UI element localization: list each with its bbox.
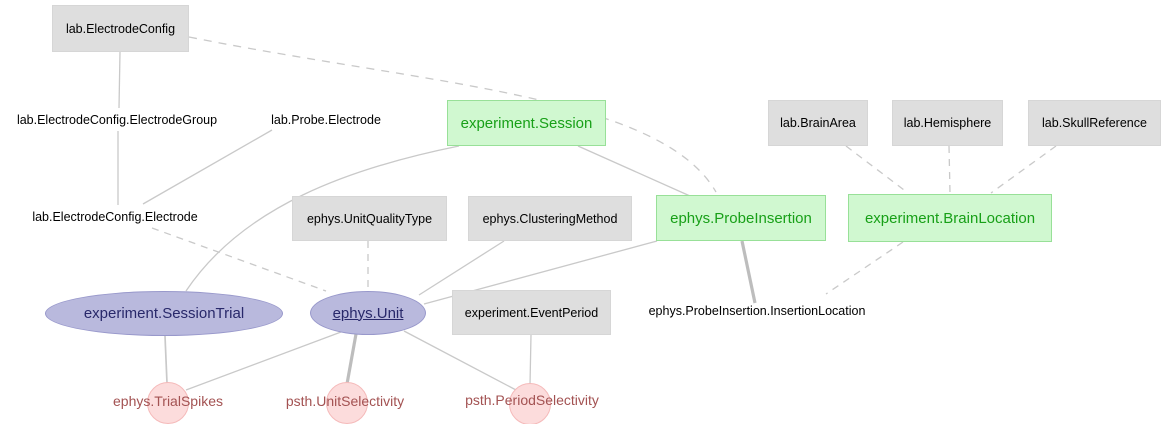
- node-lab-brainarea[interactable]: lab.BrainArea: [768, 100, 868, 146]
- node-lab-hemisphere[interactable]: lab.Hemisphere: [892, 100, 1003, 146]
- node-lab-electrodeconfig[interactable]: lab.ElectrodeConfig: [52, 5, 189, 52]
- edge-session-sessiontrial: [185, 145, 460, 292]
- edge-eventperiod-periodselectivity: [529, 334, 532, 386]
- edge-electrodeconfig-electrodegroup: [118, 51, 121, 109]
- edge-hemisphere-brainlocation-dashed: [948, 145, 951, 194]
- edge-electrode-unit-dashed: [151, 227, 327, 292]
- node-ephys-unitqualitytype[interactable]: ephys.UnitQualityType: [292, 196, 447, 241]
- node-ephys-probeinsertion[interactable]: ephys.ProbeInsertion: [656, 195, 826, 241]
- node-experiment-eventperiod[interactable]: experiment.EventPeriod: [452, 290, 611, 335]
- edge-unit-periodselectivity: [403, 330, 517, 391]
- node-experiment-brainlocation[interactable]: experiment.BrainLocation: [848, 194, 1052, 242]
- edge-probeelectrode-electrode: [142, 129, 273, 205]
- node-lab-electrodeconfig-electrode[interactable]: lab.ElectrodeConfig.Electrode: [32, 210, 198, 224]
- node-experiment-sessiontrial[interactable]: experiment.SessionTrial: [45, 291, 283, 336]
- node-lab-skullreference[interactable]: lab.SkullReference: [1028, 100, 1161, 146]
- node-psth-periodselectivity[interactable]: psth.PeriodSelectivity: [465, 392, 599, 408]
- edge-unit-unitselectivity: [345, 333, 358, 385]
- node-ephys-probeinsertion-insertionlocation[interactable]: ephys.ProbeInsertion.InsertionLocation: [648, 304, 866, 318]
- edge-brainarea-brainlocation-dashed: [845, 145, 909, 194]
- node-ephys-unit[interactable]: ephys.Unit: [310, 291, 426, 335]
- edge-sessiontrial-trialspikes: [164, 335, 168, 384]
- edge-electrodeconfig-probeinsertion-dashed: [188, 36, 717, 193]
- edge-unit-trialspikes: [185, 331, 342, 391]
- node-lab-probe-electrode[interactable]: lab.Probe.Electrode: [271, 113, 381, 127]
- edge-brainlocation-insertionlocation-dashed: [825, 241, 904, 295]
- node-ephys-trialspikes[interactable]: ephys.TrialSpikes: [113, 393, 223, 409]
- edge-session-probeinsertion: [577, 145, 691, 197]
- node-psth-periodselectivity-circle[interactable]: [509, 383, 551, 424]
- node-ephys-clusteringmethod[interactable]: ephys.ClusteringMethod: [468, 196, 632, 241]
- edge-probeinsertion-insertionlocation: [740, 240, 757, 304]
- edge-clusteringmethod-unit: [418, 240, 505, 296]
- node-psth-unitselectivity[interactable]: psth.UnitSelectivity: [285, 393, 405, 409]
- node-ephys-trialspikes-circle[interactable]: [147, 382, 189, 424]
- node-experiment-session[interactable]: experiment.Session: [447, 100, 606, 146]
- node-lab-electrodeconfig-electrodegroup[interactable]: lab.ElectrodeConfig.ElectrodeGroup: [16, 113, 218, 127]
- edge-skullreference-brainlocation-dashed: [990, 145, 1057, 194]
